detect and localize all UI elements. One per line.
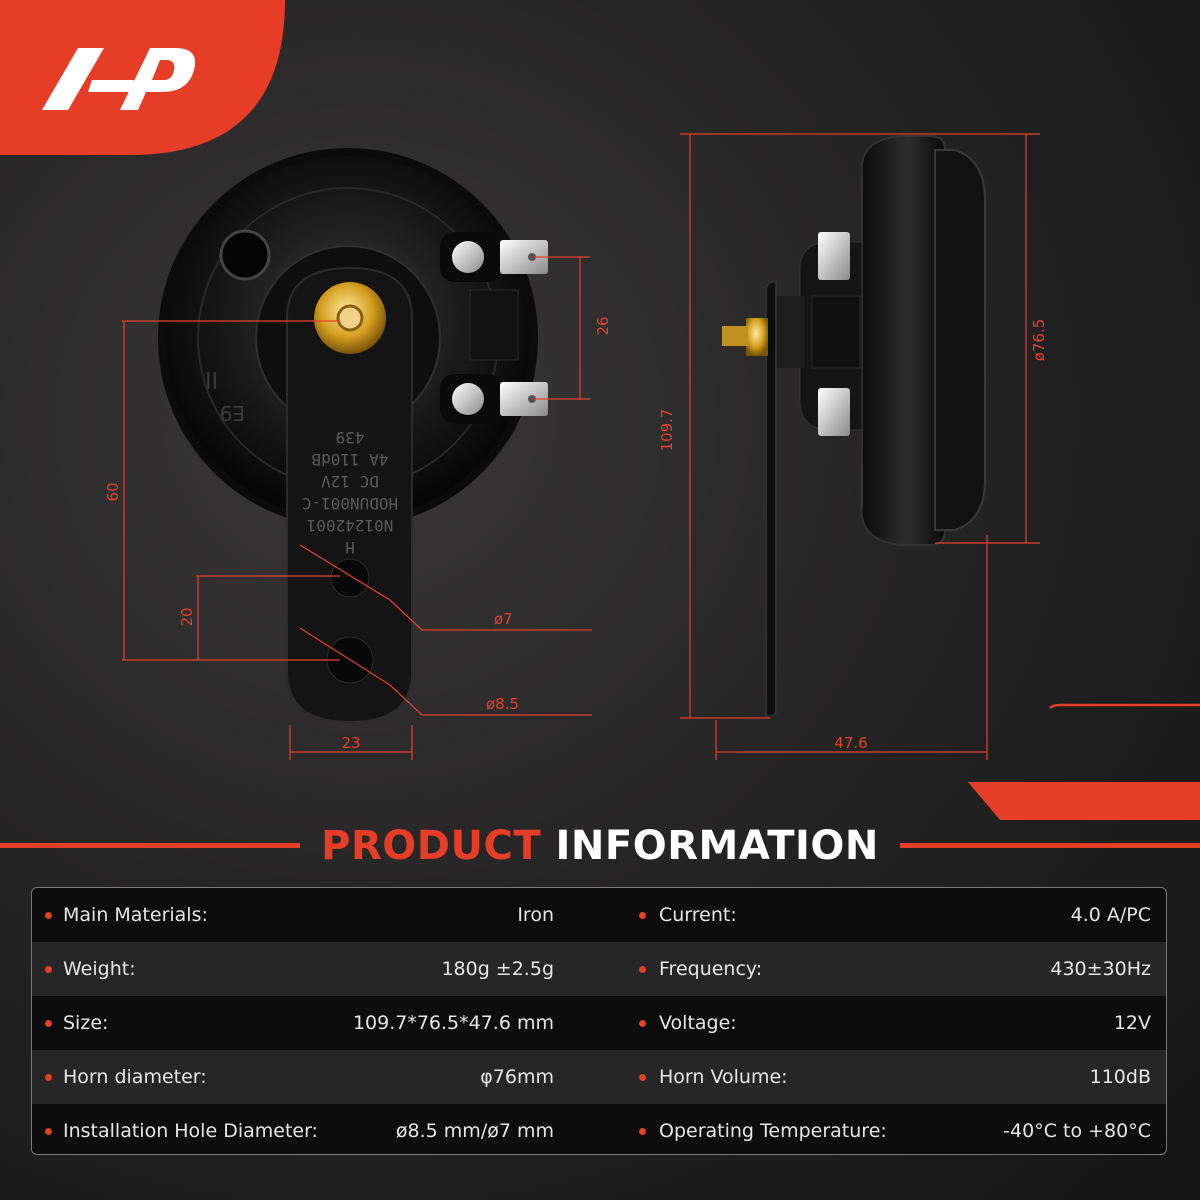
spec-label: Current: [659,904,737,926]
svg-text:E9: E9 [220,401,245,425]
spec-value: φ76mm [480,1066,554,1088]
decor-line [1049,703,1200,709]
dim-depth: 47.6 [834,734,867,752]
spec-value: -40°C to +80°C [1003,1120,1151,1142]
spec-row: Size: 109.7*76.5*47.6 mm Voltage: 12V [32,996,1166,1050]
spec-label: Operating Temperature: [659,1120,887,1142]
spec-table: Main Materials: Iron Current: 4.0 A/PC W… [31,887,1167,1155]
spec-value: 110dB [1089,1066,1151,1088]
horn-marking: DC 12V [321,472,379,491]
dim-bracket-width: 23 [341,734,360,752]
dim-small-hole: ø7 [494,610,513,628]
bullet-icon [45,1128,52,1135]
dim-horn-diameter: ø76.5 [1030,319,1048,362]
dim-hole-spacing: 20 [178,607,196,626]
bullet-icon [639,1074,646,1081]
terminal-bottom [440,374,548,424]
spec-label: Frequency: [659,958,763,980]
horn-marking: HODUN001-C [302,494,398,513]
spec-value: Iron [517,904,554,926]
spec-value: 12V [1113,1012,1151,1034]
spec-label: Voltage: [659,1012,737,1034]
terminal-top [440,232,548,282]
bullet-icon [639,1020,646,1027]
section-title-accent: PRODUCT [321,823,542,869]
spec-value: 430±30Hz [1050,958,1151,980]
horn-side-view [722,135,986,718]
bullet-icon [639,912,646,919]
spec-label: Main Materials: [63,904,208,926]
spec-row: Weight: 180g ±2.5g Frequency: 430±30Hz [32,942,1166,996]
horn-front-view: II E9 [158,148,548,724]
spec-row: Installation Hole Diameter: ø8.5 mm/ø7 m… [32,1104,1166,1154]
product-diagram: II E9 [0,0,1200,820]
spec-label: Weight: [63,958,136,980]
spec-label: Size: [63,1012,109,1034]
spec-value: 180g ±2.5g [441,958,554,980]
dim-terminal-spacing: 26 [594,316,612,335]
bullet-icon [45,1020,52,1027]
spec-value: 4.0 A/PC [1070,904,1151,926]
horn-marking: 439 [336,428,365,447]
section-title: PRODUCT INFORMATION [0,818,1200,874]
spec-label: Horn diameter: [63,1066,207,1088]
side-dimension-lines [680,133,1040,760]
bullet-icon [45,912,52,919]
title-rule-right [900,843,1200,848]
bullet-icon [639,966,646,973]
dim-large-hole: ø8.5 [486,695,519,713]
svg-text:II: II [205,366,218,391]
spec-value: 109.7*76.5*47.6 mm [352,1012,554,1034]
spec-label: Installation Hole Diameter: [63,1120,318,1142]
spec-row: Horn diameter: φ76mm Horn Volume: 110dB [32,1050,1166,1104]
spec-value: ø8.5 mm/ø7 mm [395,1120,554,1142]
decor-shape [968,782,1200,820]
front-dimension-lines [122,256,592,760]
bullet-icon [45,1074,52,1081]
title-rule-left [0,843,300,848]
dim-overall-height: 109.7 [658,409,676,452]
horn-marking: 4A 110dB [311,450,388,469]
section-title-rest: INFORMATION [555,823,879,869]
spec-label: Horn Volume: [659,1066,788,1088]
bullet-icon [45,966,52,973]
horn-marking: H [345,538,355,557]
bullet-icon [639,1128,646,1135]
brand-logo-icon [42,48,196,110]
dim-nut-to-hole: 60 [104,482,122,501]
horn-marking: N01242001 [307,516,394,535]
spec-row: Main Materials: Iron Current: 4.0 A/PC [32,888,1166,942]
